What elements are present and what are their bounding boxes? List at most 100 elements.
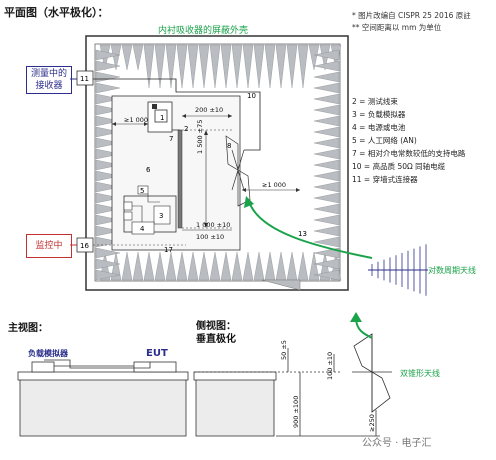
svg-text:5: 5	[140, 187, 144, 195]
absorber-cone	[95, 203, 121, 215]
absorber-cone	[95, 71, 121, 83]
biconical-antenna-side	[352, 333, 392, 413]
legend: 2 = 测试线束 3 = 负载模拟器 4 = 电源或电池 5 = 人工网络 (A…	[352, 96, 465, 187]
side-view-drawing	[193, 348, 380, 437]
harness-2	[177, 129, 183, 229]
absorber-cone	[143, 251, 155, 281]
absorber-cone	[95, 82, 121, 94]
legend-item: 11 = 穿墙式连接器	[352, 175, 418, 184]
absorber-cone	[143, 44, 155, 89]
absorber-cone	[121, 251, 133, 281]
absorber-cone	[95, 93, 121, 105]
absorber-cone	[253, 251, 265, 281]
front-view-title: 主视图：	[8, 323, 48, 334]
absorber-cone	[95, 258, 121, 270]
svg-text:8: 8	[227, 142, 231, 150]
absorber-cone	[95, 225, 121, 237]
absorber-cone	[264, 44, 276, 89]
absorber-cone	[176, 44, 188, 89]
absorber-cone	[95, 170, 121, 182]
biconical-antenna-plan	[225, 135, 251, 207]
legend-item: 10 = 高品质 50Ω 同轴电缆	[352, 162, 446, 171]
absorber-cone	[95, 60, 121, 72]
absorber-cone	[313, 170, 340, 182]
dim-1500: 1 500 ±75	[196, 119, 204, 154]
absorber-cone	[286, 44, 298, 89]
absorber-cone	[132, 44, 144, 71]
absorber-cone	[253, 44, 265, 89]
dim-1000-right: ≥1 000	[262, 181, 287, 189]
dim-1000-bottom: 1 000 ±10	[196, 221, 231, 229]
front-view-drawing	[17, 359, 189, 437]
absorber-cone	[95, 115, 121, 127]
side-dim-900: 900 ±100	[292, 395, 300, 428]
watermark: 公众号 · 电子汇	[362, 438, 432, 449]
note-units: ** 空间距离以 mm 为单位	[352, 23, 442, 32]
absorber-cone	[275, 44, 287, 89]
svg-text:11: 11	[80, 75, 89, 83]
absorber-cone	[313, 115, 340, 127]
absorber-cone	[209, 44, 221, 89]
svg-text:13: 13	[298, 230, 307, 238]
side-dim-50: 50 ±5	[280, 340, 288, 360]
load-simulator-label: 负载模拟器	[28, 349, 68, 358]
legend-item: 3 = 负载模拟器	[352, 110, 406, 119]
absorber-cone	[95, 159, 121, 171]
absorber-cone	[95, 236, 121, 248]
absorber-cone	[313, 71, 340, 83]
absorber-cone	[154, 251, 166, 281]
absorber-cone	[231, 44, 243, 89]
absorber-cone	[313, 192, 340, 204]
svg-text:6: 6	[146, 166, 151, 174]
absorber-cone	[198, 44, 210, 89]
eut-label: EUT	[146, 348, 168, 359]
bulkhead-connector-11	[76, 70, 94, 86]
svg-text:1: 1	[160, 114, 164, 122]
svg-text:16: 16	[80, 242, 89, 250]
legend-item: 2 = 测试线束	[352, 97, 398, 106]
absorber-cone	[297, 251, 309, 281]
absorber-cone	[313, 159, 340, 171]
svg-text:7: 7	[169, 135, 173, 143]
receiver-box: 测量中的 接收器	[26, 66, 72, 94]
side-dim-250: ≥250	[368, 414, 376, 432]
legend-item: 7 = 相对介电常数较低的支持电路	[352, 149, 466, 158]
absorber-cone	[165, 251, 177, 281]
absorber-cone	[95, 192, 121, 204]
absorber-cone	[242, 44, 254, 89]
log-antenna-label: 对数周期天线	[428, 266, 476, 275]
dim-1000-left: ≥1 000	[124, 116, 149, 124]
biconical-label: 双锥形天线	[400, 369, 440, 378]
absorber-cone	[187, 44, 199, 89]
power-supply-4	[131, 221, 155, 235]
absorber-cone	[95, 137, 121, 149]
svg-text:4: 4	[140, 225, 145, 233]
side-dim-100: 100 ±10	[326, 351, 334, 380]
absorber-cone	[313, 225, 340, 237]
svg-text:2: 2	[184, 125, 188, 133]
absorber-cone	[198, 251, 210, 281]
absorber-cone	[95, 49, 121, 61]
arrow-log-antenna	[249, 203, 373, 259]
shield-label: 内衬吸收器的屏蔽外壳	[158, 26, 249, 36]
absorber-cone	[132, 251, 144, 281]
absorber-cone	[308, 251, 320, 281]
absorber-cone	[313, 49, 340, 61]
legend-item: 4 = 电源或电池	[352, 123, 406, 132]
absorber-cone	[95, 104, 121, 116]
absorber-cone	[313, 247, 340, 259]
absorber-cone	[313, 82, 340, 94]
absorber-cone	[95, 269, 121, 281]
absorber-cone	[297, 44, 309, 89]
absorber-cone	[95, 247, 121, 259]
absorber-cone	[121, 44, 133, 71]
absorber-cone	[95, 148, 121, 160]
absorber-cone	[313, 93, 340, 105]
absorber-cone	[95, 214, 121, 226]
absorber-cone	[313, 214, 340, 226]
absorber-cone	[220, 44, 232, 89]
absorber-cone	[220, 251, 232, 281]
absorber-cone	[110, 251, 122, 281]
plan-title: 平面图（水平极化）：	[4, 6, 109, 19]
